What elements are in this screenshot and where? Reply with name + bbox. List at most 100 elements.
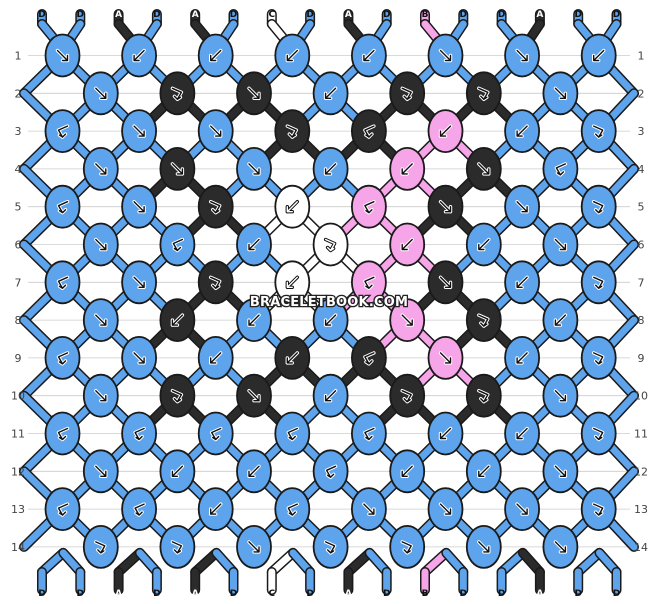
knot	[465, 449, 502, 494]
knot-arrow-icon	[133, 125, 145, 137]
knot-arrow-icon	[439, 503, 452, 515]
knot-arrow-icon	[171, 87, 183, 101]
knot-arrow-icon	[209, 125, 222, 137]
knot-body	[580, 411, 617, 456]
row-number-left: 2	[15, 87, 22, 100]
knot	[159, 449, 196, 494]
knot-arrow-icon	[209, 276, 221, 289]
knot-body	[44, 411, 81, 456]
strand-letter-bottom: A	[345, 589, 352, 599]
knot-arrow-icon	[516, 352, 528, 364]
knot-body	[465, 71, 502, 116]
knot-arrow-icon	[516, 49, 528, 62]
row-number-right: 3	[638, 125, 645, 138]
knot	[427, 109, 464, 154]
knot-body	[580, 109, 617, 154]
knot-arrow-icon	[554, 87, 567, 100]
knot	[389, 71, 426, 116]
knot-arrow-icon	[248, 238, 260, 251]
knot	[44, 335, 81, 380]
knot-arrow-icon	[172, 238, 184, 252]
knot-body	[159, 222, 196, 267]
knot-arrow-icon	[95, 87, 107, 100]
knot-arrow-icon	[555, 163, 567, 176]
knot-arrow-icon	[401, 314, 413, 326]
knot-arrow-icon	[286, 352, 298, 364]
knot	[236, 146, 272, 191]
knot	[82, 449, 119, 494]
knot	[312, 525, 349, 569]
knot-arrow-icon	[401, 465, 413, 477]
knot-arrow-icon	[364, 427, 375, 441]
strand-letter-bottom: D	[574, 589, 581, 599]
knot	[580, 260, 617, 305]
row-number-right: 9	[638, 352, 645, 365]
knot	[159, 373, 196, 418]
knot	[82, 373, 119, 418]
knot	[236, 373, 272, 418]
knot-arrow-icon	[364, 352, 375, 365]
knot-body	[580, 487, 617, 532]
knot	[465, 71, 502, 116]
knot	[236, 298, 272, 343]
knot	[350, 109, 387, 154]
strand-letter-top: D	[230, 10, 237, 20]
strand-letter-top: D	[613, 10, 620, 20]
row-number-left: 6	[15, 239, 22, 252]
knot	[465, 222, 502, 267]
knot-arrow-icon	[248, 314, 260, 326]
knot-arrow-icon	[324, 238, 336, 252]
strand-letter-top: D	[38, 10, 45, 20]
knot-arrow-icon	[325, 465, 337, 478]
knot	[121, 411, 158, 456]
knot-arrow-icon	[593, 352, 604, 365]
knot-arrow-icon	[364, 125, 375, 138]
knot	[274, 260, 311, 305]
knot-arrow-icon	[95, 541, 106, 554]
knot-body	[350, 335, 387, 380]
knot	[389, 146, 426, 191]
knot	[44, 411, 81, 456]
knot	[580, 335, 617, 380]
watermark-text: BRACELETBOOK.COM	[250, 295, 408, 310]
knot-arrow-icon	[57, 125, 69, 138]
knot	[236, 525, 272, 569]
knot-body	[274, 109, 311, 154]
row-number-left: 11	[11, 428, 25, 441]
knot	[236, 449, 272, 494]
row-number-left: 12	[11, 465, 25, 478]
strand-letter-bottom: D	[460, 589, 467, 599]
knot-body	[465, 298, 502, 343]
knot-arrow-icon	[478, 163, 490, 175]
knot-arrow-icon	[95, 465, 107, 477]
strand-letter-bottom: D	[498, 589, 505, 599]
knot-arrow-icon	[364, 276, 375, 289]
knot	[197, 260, 234, 305]
knot-arrow-icon	[57, 200, 69, 214]
knot	[312, 298, 349, 343]
knot-arrow-icon	[57, 352, 69, 365]
knot-body	[465, 373, 502, 418]
knot-body	[197, 184, 234, 229]
knot	[580, 184, 617, 229]
knot	[274, 411, 311, 456]
knot-body	[580, 184, 617, 229]
strand-letter-top: A	[536, 10, 543, 20]
knot-arrow-icon	[439, 427, 452, 440]
row-number-right: 2	[638, 87, 645, 100]
knot	[350, 335, 387, 380]
knot-arrow-icon	[133, 49, 145, 62]
knot	[197, 184, 234, 229]
knot-arrow-icon	[516, 125, 528, 137]
row-number-left: 3	[15, 125, 22, 138]
knot-arrow-icon	[248, 163, 260, 175]
knot-body	[44, 335, 81, 380]
knot-arrow-icon	[478, 390, 489, 403]
knot	[82, 146, 119, 191]
row-number-right: 7	[638, 276, 645, 289]
knot-arrow-icon	[133, 276, 145, 288]
knot	[274, 335, 311, 380]
knot-arrow-icon	[210, 427, 222, 441]
